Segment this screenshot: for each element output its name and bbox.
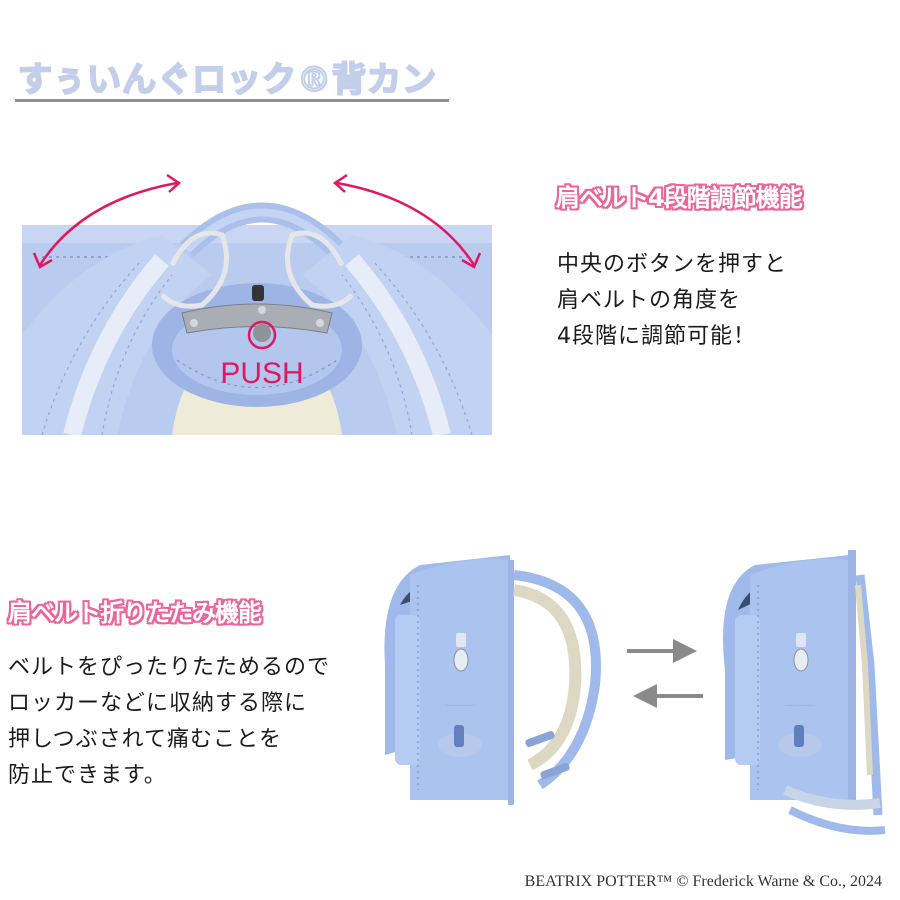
backpack-hinge-photo: PUSH [22, 173, 492, 435]
section-adjust-heading: 肩ベルト4段階調節機能 [556, 184, 803, 212]
page-title: すぅいんぐロック®背カン [17, 59, 437, 101]
section-adjust-description: 中央のボタンを押すと 肩ベルトの角度を 4段階に調節可能！ [557, 247, 787, 355]
section-fold-heading: 肩ベルト折りたたみ機能 [8, 599, 262, 627]
backpack-folded-belts-photo: ~~~~~~~~ [723, 550, 886, 835]
description-line: 4段階に調節可能！ [557, 324, 756, 349]
description-line: 押しつぶされて痛むことを [8, 727, 283, 752]
push-circle-icon [247, 320, 277, 350]
description-line: 肩ベルトの角度を [557, 288, 742, 313]
description-line: ベルトをぴったりたためるので [8, 655, 331, 680]
description-line: 中央のボタンを押すと [557, 252, 788, 277]
svg-text:~~~~~~~~: ~~~~~~~~ [785, 702, 816, 710]
backpack-open-belts-photo: ~~~~~~~~ [384, 555, 601, 805]
arrow-right-icon [627, 639, 697, 663]
rotate-arrows-icon [32, 173, 482, 269]
svg-text:~~~~~~~~: ~~~~~~~~ [445, 702, 476, 710]
section-fold-description: ベルトをぴったりたためるので ロッカーなどに収納する際に 押しつぶされて痛むこと… [8, 650, 330, 794]
copyright-notice: BEATRIX POTTER™ © Frederick Warne & Co.,… [524, 873, 882, 890]
title-underline [15, 99, 449, 102]
arrow-left-icon [633, 684, 703, 708]
push-label: PUSH [220, 357, 303, 390]
description-line: 防止できます。 [8, 763, 167, 788]
fold-toggle-arrows [627, 639, 703, 708]
description-line: ロッカーなどに収納する際に [8, 691, 308, 716]
